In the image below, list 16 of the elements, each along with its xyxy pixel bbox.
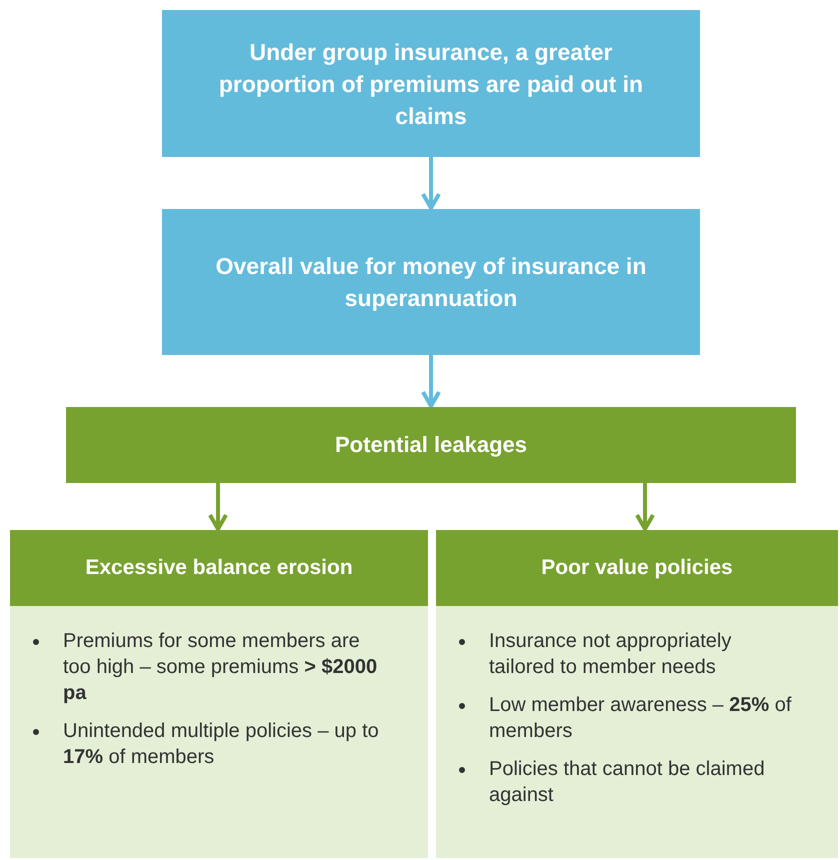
process-box: Overall value for money of insurance in superannuation bbox=[162, 209, 700, 355]
bullet-item: Premiums for some members are too high – some premiums > $2000 pa bbox=[63, 628, 392, 706]
section-header: Excessive balance erosion bbox=[10, 530, 428, 606]
arrow bbox=[421, 157, 441, 210]
process-box: Under group insurance, a greater proportion of premiums are paid out in claims bbox=[162, 10, 700, 157]
bullet-item: Low member awareness – 25% of members bbox=[489, 692, 802, 744]
arrow bbox=[635, 483, 655, 531]
bullet-item: Unintended multiple policies – up to 17% of members bbox=[63, 718, 392, 770]
category-panel bbox=[10, 530, 428, 858]
section-header: Poor value policies bbox=[436, 530, 838, 606]
bullet-item: Insurance not appropriately tailored to member needs bbox=[489, 628, 802, 680]
category-panel bbox=[436, 530, 838, 858]
bullet-item: Policies that cannot be claimed against bbox=[489, 756, 802, 808]
arrow bbox=[421, 355, 441, 408]
arrow bbox=[208, 483, 228, 531]
process-box: Potential leakages bbox=[66, 407, 796, 483]
